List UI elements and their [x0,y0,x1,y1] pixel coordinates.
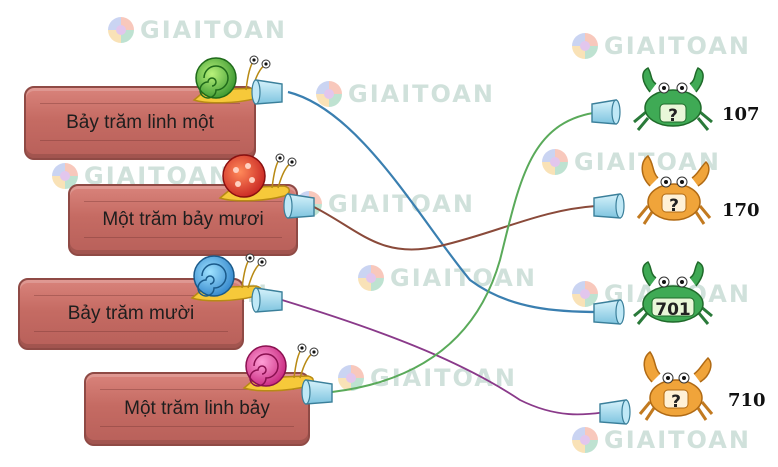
cup-right-2 [593,193,625,219]
crab-3 [633,261,713,325]
crab-4 [638,350,714,421]
crab-1 [633,67,713,131]
crab-2 [636,154,712,225]
string-3 [281,299,607,416]
cup-1 [251,79,283,105]
plank-label: Một trăm bảy mươi [102,209,264,230]
plank-label: Một trăm linh bảy [124,398,270,419]
crab-2-number: 170 [722,200,760,221]
crab-4-number: 710 [728,390,766,411]
cup-4 [301,379,333,405]
plank-label: Bảy trăm mười [67,303,195,324]
crab-4-label: ? [671,392,681,412]
string-2 [311,205,597,251]
crab-2-label: ? [669,196,679,216]
cup-right-4 [599,399,631,425]
cup-2 [283,193,315,219]
snail-1 [192,55,271,104]
crab-1-label: ? [668,106,678,126]
cup-right-1 [591,99,621,125]
snail-4 [242,343,319,392]
cup-3 [251,287,283,313]
string-4 [331,111,601,393]
plank-label: Bảy trăm linh một [66,112,214,133]
snail-3 [190,253,267,302]
snail-2 [218,153,297,202]
cup-right-3 [593,299,625,325]
crab-1-number: 107 [722,104,760,125]
crab-3-label: 701 [655,300,691,320]
string-1 [287,90,601,314]
